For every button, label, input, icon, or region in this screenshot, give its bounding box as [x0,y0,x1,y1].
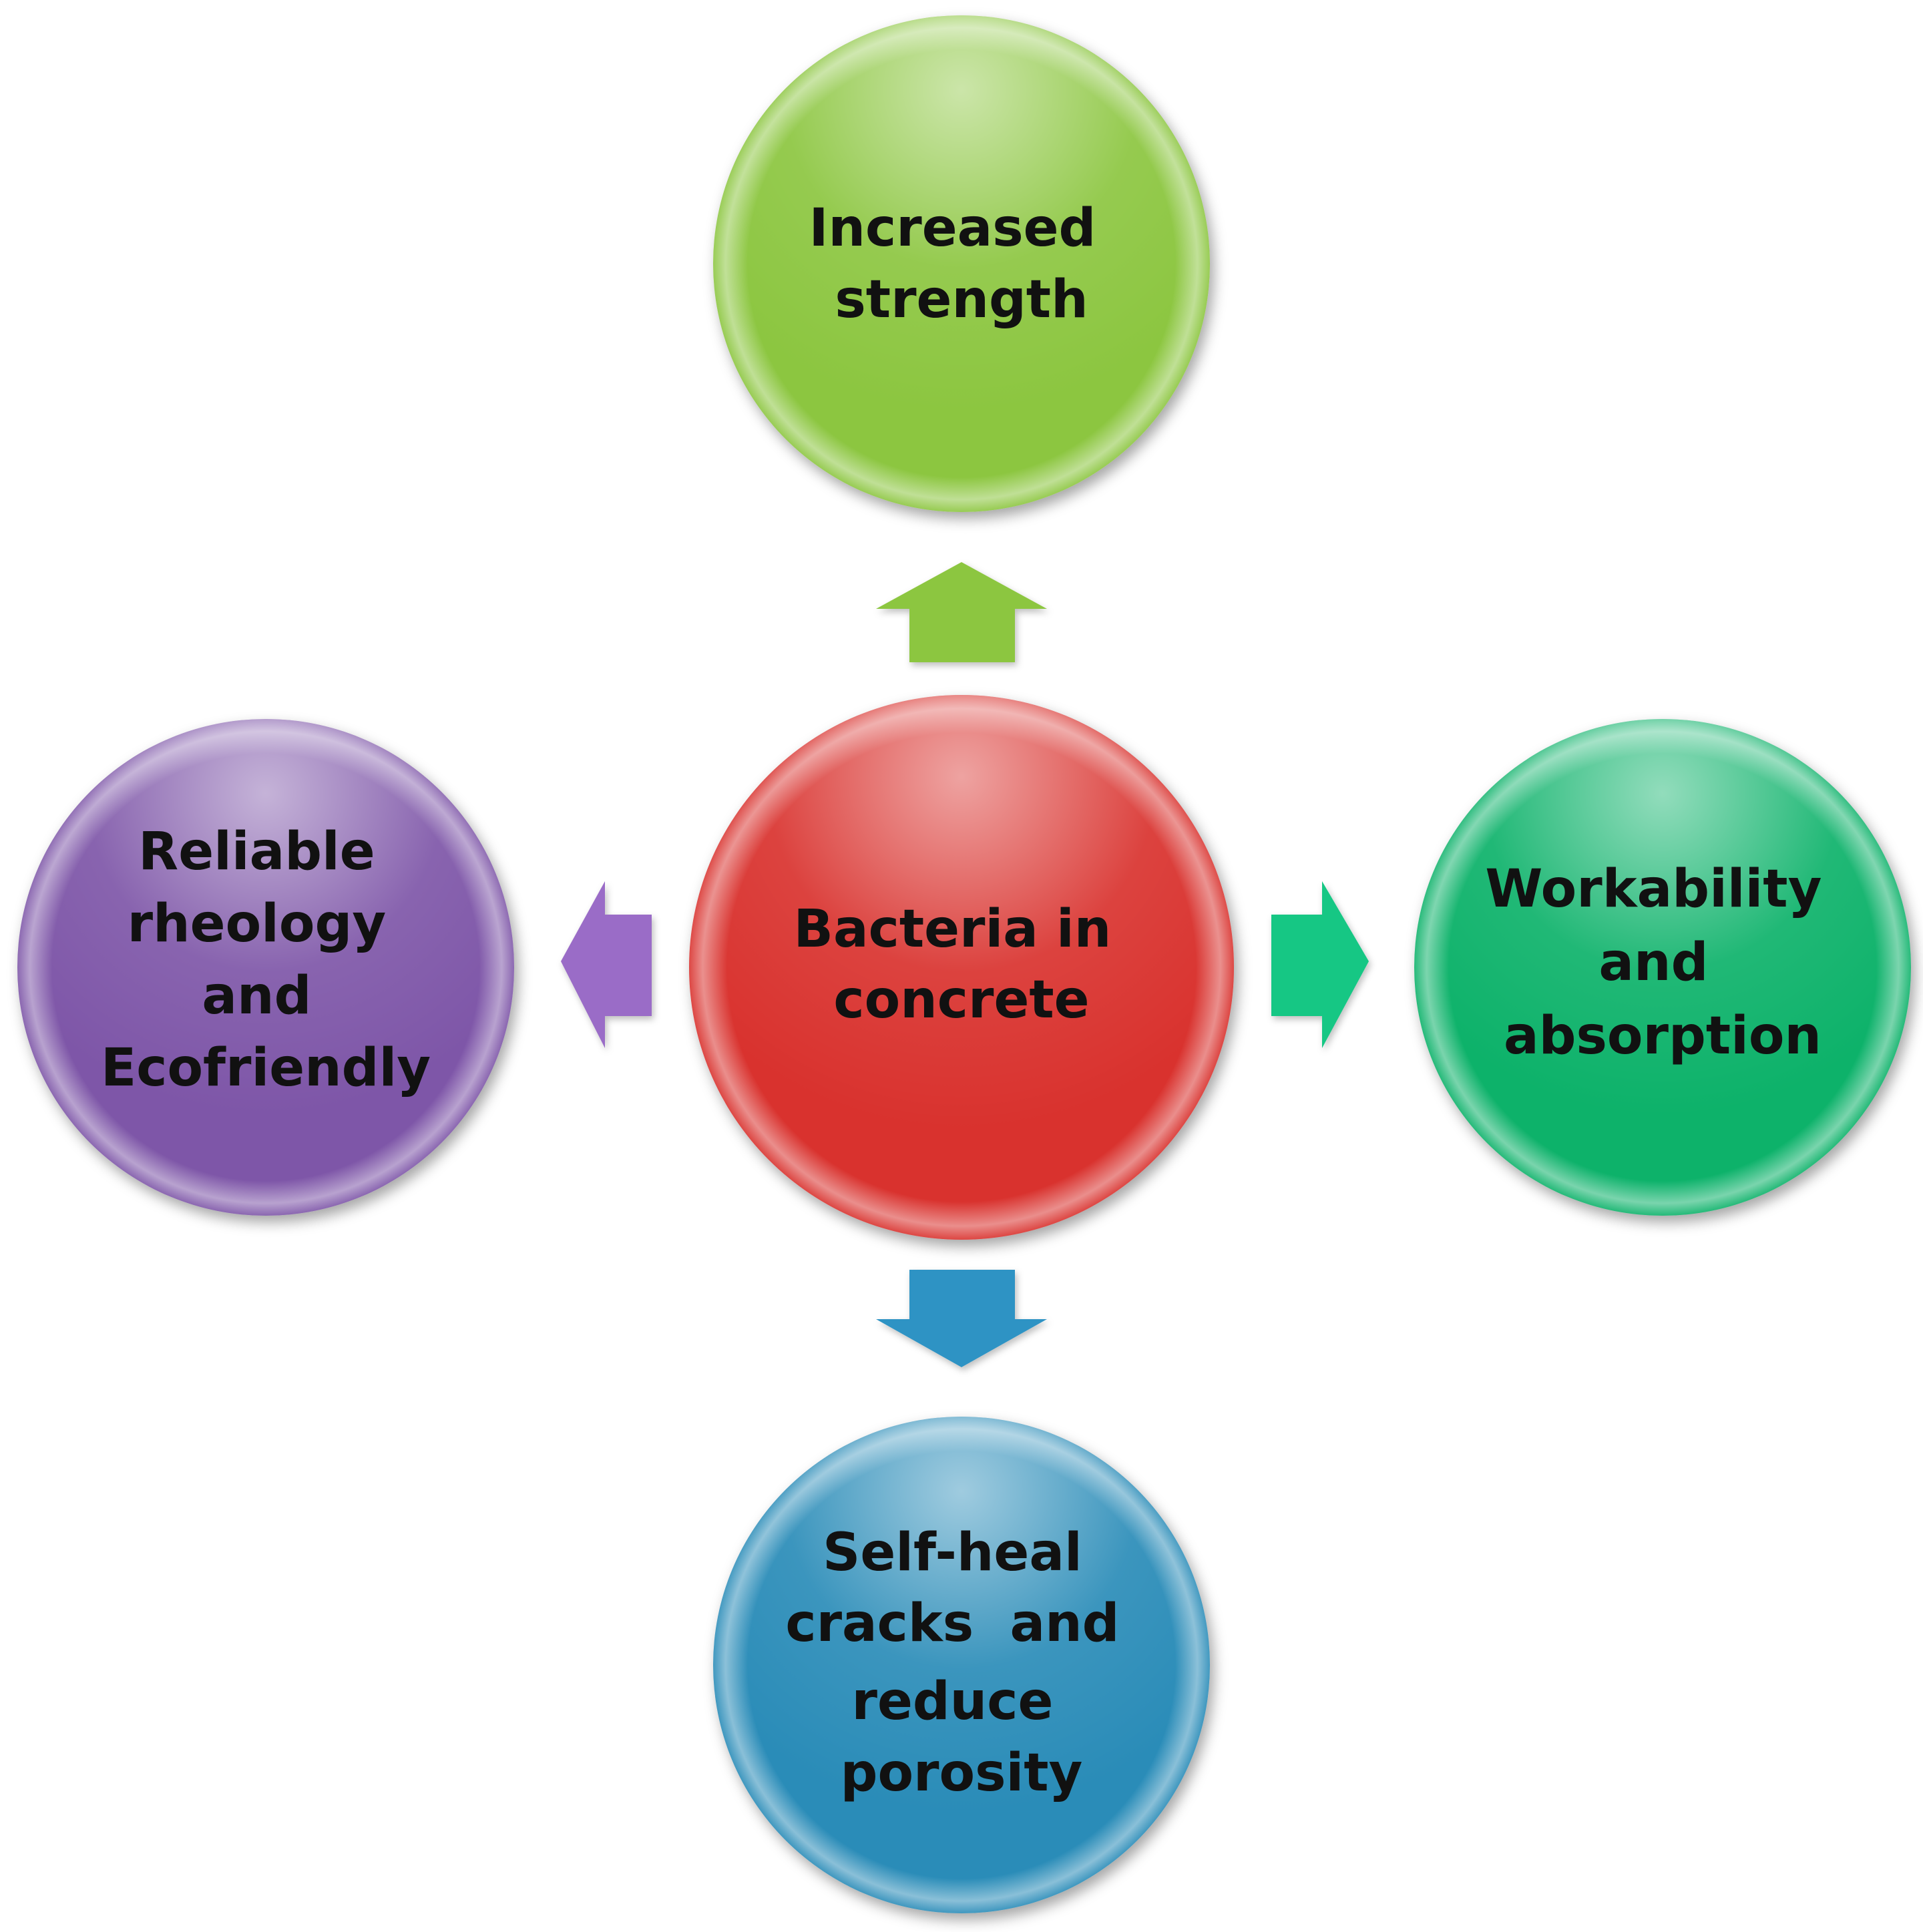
node-right-line: absorption [1504,1006,1822,1066]
node-top-label: Increased strength [809,198,1114,330]
node-bottom-line: Self-heal [823,1523,1082,1583]
node-left-label: Reliable rheology and Ecofriendly [101,822,431,1098]
node-bottom-line: cracks and [785,1594,1119,1654]
node-left-line: Reliable [138,822,375,882]
node-bottom-label: Self-heal cracks and reduce porosity [785,1523,1137,1803]
arrow-down [876,1270,1047,1367]
node-left-line: rheology [128,894,387,954]
node-center: Bacteria in concrete [689,695,1234,1240]
node-right: Workability and absorption [1414,719,1911,1216]
node-right-label: Workability and absorption [1485,859,1840,1066]
node-left: Reliable rheology and Ecofriendly [17,719,514,1216]
node-bottom: Self-heal cracks and reduce porosity [713,1417,1210,1913]
node-top: Increased strength [713,15,1210,512]
node-top-line: strength [835,270,1088,330]
node-center-line: Bacteria in [794,899,1112,959]
node-bottom-line: reduce [851,1672,1053,1732]
node-right-line: Workability [1485,859,1822,919]
node-top-line: Increased [809,198,1096,258]
node-bottom-line: porosity [841,1743,1083,1803]
arrow-right [1271,881,1369,1048]
arrow-left [561,881,652,1048]
node-center-line: concrete [833,970,1089,1030]
node-left-line: and [202,966,311,1026]
node-right-line: and [1598,933,1708,993]
node-left-line: Ecofriendly [101,1038,431,1098]
arrow-up [876,562,1047,662]
node-center-label: Bacteria in concrete [794,899,1130,1030]
